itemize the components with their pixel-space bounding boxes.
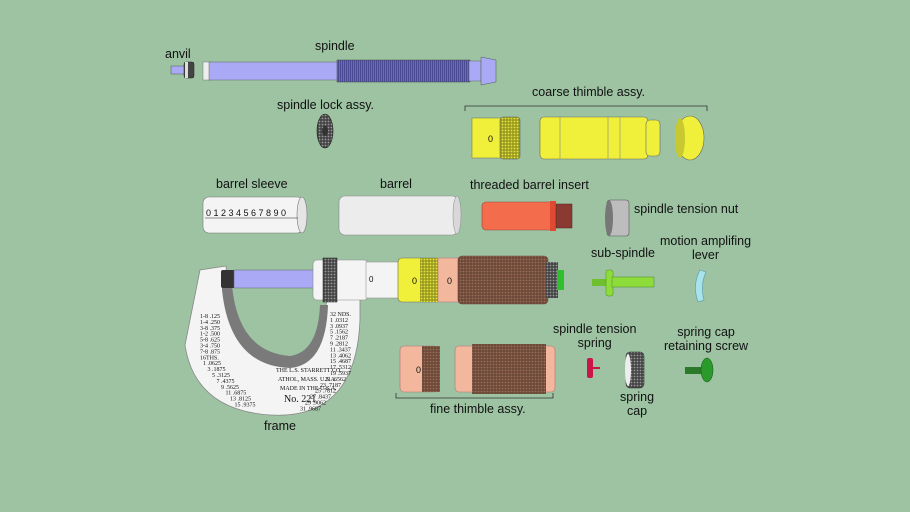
barrel-zero: 0 <box>369 275 374 284</box>
threaded-insert-part <box>481 201 573 231</box>
frame-table-row: 13 .8125 <box>230 397 251 403</box>
frame-table-row: 11 .3437 <box>330 347 351 353</box>
frame-table-row: 17 .5312 <box>330 365 351 371</box>
label-tension-spring-line1: spindle tension <box>553 322 637 336</box>
frame-table-row: 25 .7812 <box>315 389 336 395</box>
frame-engraving: THE L.S. STARRETT CO. ATHOL, MASS. U.S.A… <box>276 368 342 405</box>
coarse-thimble-parts: 0 <box>471 115 705 161</box>
frame-table-row: 23 .7187 <box>320 383 341 389</box>
label-spring-cap: spring cap <box>620 390 654 418</box>
label-spindle-lock: spindle lock assy. <box>277 98 375 112</box>
frame-table-row: 3-4 .750 <box>200 344 220 350</box>
frame-table-row: 1-4 .250 <box>200 320 220 326</box>
fine-zero-assembled: 0 <box>447 276 452 286</box>
label-retaining-screw-line1: spring cap <box>677 325 735 339</box>
motion-lever-part <box>695 269 707 303</box>
label-spindle: spindle <box>315 39 355 53</box>
label-fine-thimble: fine thimble assy. <box>430 402 526 416</box>
coarse-thimble-zero: 0 <box>488 134 493 144</box>
frame-table-row: 29 .9062 <box>305 401 326 407</box>
coarse-zero-assembled: 0 <box>412 276 417 286</box>
spring-cap-part <box>625 351 645 389</box>
label-spring-cap-line1: spring <box>620 390 655 404</box>
tension-spring-part <box>587 358 600 378</box>
label-sub-spindle: sub-spindle <box>591 246 655 260</box>
frame-part: 0 0 0 THE L.S. STARRETT CO. ATHOL, MASS.… <box>184 255 564 416</box>
label-motion-lever-line1: motion amplifing <box>660 234 752 248</box>
frame-maker-text: THE L.S. STARRETT CO. <box>276 368 342 374</box>
frame-table-row: 31 .9687 <box>300 406 321 412</box>
label-retaining-screw: spring cap retaining screw <box>664 325 748 353</box>
label-barrel-sleeve: barrel sleeve <box>216 177 288 191</box>
frame-table-row: 16THS. <box>200 355 219 361</box>
fine-thimble-bracket <box>395 393 554 399</box>
frame-table-row: 19 .5937 <box>330 371 351 377</box>
frame-table-row: 13 .4062 <box>330 353 351 359</box>
spindle-part <box>202 56 497 86</box>
frame-table-row: 1-8 .125 <box>200 314 220 320</box>
anvil-part <box>170 61 195 79</box>
frame-table-row: 5 .1562 <box>330 330 348 336</box>
frame-table-row: 32 NDS. <box>330 312 352 318</box>
sub-spindle-part <box>592 269 655 297</box>
label-coarse-thimble: coarse thimble assy. <box>532 85 646 99</box>
frame-table-row: 21 .6562 <box>325 377 346 383</box>
frame-table-row: 27 .8437 <box>310 395 331 401</box>
frame-table-row: 3-8 .375 <box>200 326 220 332</box>
label-retaining-screw-line2: retaining screw <box>664 339 749 353</box>
spindle-lock-part <box>316 113 334 149</box>
frame-table-row: 1-2 .500 <box>200 332 220 338</box>
barrel-part <box>338 195 462 236</box>
frame-table-row: 7-8 .875 <box>200 349 220 355</box>
frame-table-row: 15 .4687 <box>330 359 351 365</box>
label-motion-lever: motion amplifing lever <box>660 234 751 262</box>
frame-made-text: MADE IN THE U.S.A. <box>280 386 337 392</box>
frame-table-row: 15 .9375 <box>235 403 256 409</box>
barrel-sleeve-part: 0 1 2 3 4 5 6 7 8 9 0 <box>202 196 308 234</box>
frame-table-row: 1 .0312 <box>330 318 348 324</box>
label-barrel: barrel <box>380 177 412 191</box>
frame-model-text: No. 221 <box>284 394 316 405</box>
tension-nut-part <box>605 199 630 237</box>
retaining-screw-part <box>685 357 714 383</box>
frame-table-row: 11 .6875 <box>226 391 247 397</box>
label-motion-lever-line2: lever <box>691 248 720 262</box>
fine-thimble-parts: 0 <box>399 344 556 394</box>
label-frame: frame <box>264 419 296 433</box>
label-threaded-insert: threaded barrel insert <box>470 178 589 192</box>
sleeve-scale: 0 1 2 3 4 5 6 7 8 9 0 <box>206 208 286 218</box>
frame-table-row: 7 .4375 <box>217 379 235 385</box>
frame-table-row: 9 .5625 <box>221 385 239 391</box>
frame-table-row: 5 .3125 <box>212 373 230 379</box>
frame-table-row: 5-8 .625 <box>200 338 220 344</box>
frame-city-text: ATHOL, MASS. U.S.A. <box>278 377 337 383</box>
label-tension-nut: spindle tension nut <box>634 202 739 216</box>
frame-table-row: 3 .1875 <box>208 367 226 373</box>
frame-table-row: 3 .0937 <box>330 324 348 330</box>
fine-thimble-zero: 0 <box>416 365 421 375</box>
frame-table-row: 9 .2812 <box>330 342 348 348</box>
label-tension-spring: spindle tension spring <box>553 322 636 350</box>
coarse-thimble-bracket <box>464 105 708 111</box>
frame-table-row: 1 .0625 <box>203 361 221 367</box>
label-spring-cap-line2: cap <box>626 404 648 418</box>
frame-table-row: 7 .2187 <box>330 336 348 342</box>
label-tension-spring-line2: spring <box>577 336 612 350</box>
label-anvil: anvil <box>165 47 191 61</box>
